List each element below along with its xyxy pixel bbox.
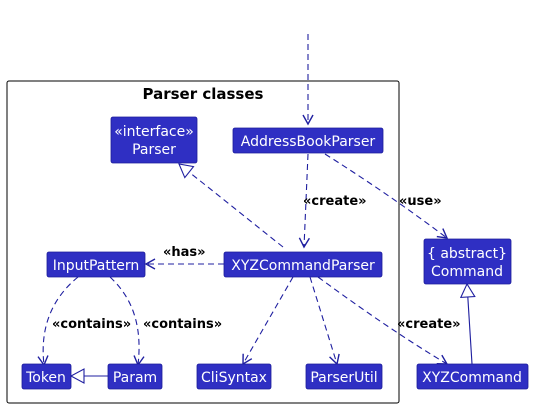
uses-cli-syntax-arrow xyxy=(242,276,294,366)
interface-parser-stereotype: «interface» xyxy=(114,124,194,140)
relations: «create» «use» «has» «contains» «contain… xyxy=(37,34,476,384)
contains-param-arrow xyxy=(109,276,145,367)
contains-param-label: «contains» xyxy=(143,317,222,332)
create-parser-arrow xyxy=(298,153,310,249)
token-class[interactable]: Token xyxy=(21,363,72,390)
create-command-arrow xyxy=(317,276,449,365)
classes: «interface» Parser AddressBookParser { a… xyxy=(21,116,529,390)
cli-syntax-name: CliSyntax xyxy=(201,370,267,386)
input-pattern-name: InputPattern xyxy=(53,258,140,274)
create-parser-label: «create» xyxy=(303,194,367,209)
xyz-command-extends-command-arrow xyxy=(459,282,476,365)
param-name: Param xyxy=(113,370,157,386)
parser-util-class[interactable]: ParserUtil xyxy=(305,363,383,390)
create-command-label: «create» xyxy=(397,317,461,332)
use-command-label: «use» xyxy=(399,194,442,209)
interface-parser-class[interactable]: «interface» Parser xyxy=(110,116,198,164)
package-title: Parser classes xyxy=(143,85,264,103)
abstract-command-class[interactable]: { abstract} Command xyxy=(423,238,512,285)
parser-classes-package: Parser classes xyxy=(6,80,400,404)
has-input-pattern-label: «has» xyxy=(163,245,206,260)
use-command-arrow xyxy=(324,153,449,239)
abstract-command-name: Command xyxy=(431,264,503,280)
address-book-parser-name: AddressBookParser xyxy=(241,134,376,150)
address-book-parser-class[interactable]: AddressBookParser xyxy=(232,127,384,154)
cli-syntax-class[interactable]: CliSyntax xyxy=(196,363,272,390)
param-class[interactable]: Param xyxy=(107,363,163,390)
parser-util-name: ParserUtil xyxy=(310,370,377,386)
contains-token-label: «contains» xyxy=(52,317,131,332)
xyz-command-name: XYZCommand xyxy=(422,370,522,386)
xyz-command-class[interactable]: XYZCommand xyxy=(416,363,529,390)
uses-parser-util-arrow xyxy=(309,276,340,366)
token-name: Token xyxy=(25,370,66,386)
realizes-parser-arrow xyxy=(178,163,284,248)
input-pattern-class[interactable]: InputPattern xyxy=(46,251,146,278)
package-frame xyxy=(6,80,400,404)
contains-token-arrow xyxy=(37,276,79,367)
xyz-command-parser-class[interactable]: XYZCommandParser xyxy=(223,251,383,278)
xyz-command-parser-name: XYZCommandParser xyxy=(231,258,375,274)
abstract-command-stereotype: { abstract} xyxy=(427,246,507,262)
interface-parser-name: Parser xyxy=(132,142,176,158)
